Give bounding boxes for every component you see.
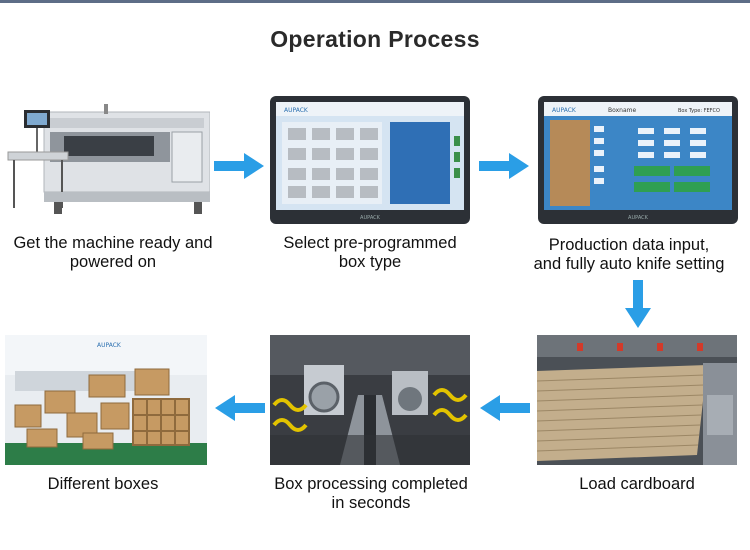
arrow-right-icon — [214, 153, 264, 179]
step-4-cardboard-image — [537, 335, 737, 465]
step-4-caption-line-1: Load cardboard — [579, 475, 695, 493]
arrow-down-icon — [625, 280, 651, 328]
arrow-right-icon — [479, 153, 529, 179]
step-1-caption-line-1: Get the machine ready and — [13, 234, 213, 252]
screen-3-brand: AUPACK — [552, 107, 577, 114]
step-3-touchscreen-image: AUPACK Boxname Box Type: FEFCO AUPACK — [538, 96, 738, 224]
top-border — [0, 0, 750, 3]
step-2-caption-line-1: Select pre-programmed — [283, 234, 457, 252]
step-5-caption-line-2: in seconds — [331, 494, 411, 512]
step-3-caption: Production data input, and fully auto kn… — [508, 236, 750, 274]
arrow-left-icon — [215, 395, 265, 421]
step-5-caption-line-1: Box processing completed — [274, 475, 468, 493]
step-2-caption-line-2: box type — [338, 253, 402, 271]
screen-2-footer-brand: AUPACK — [360, 215, 381, 221]
screen-3-header: Boxname — [608, 107, 636, 114]
step-6-caption: Different boxes — [0, 475, 206, 494]
step-6-caption-line-1: Different boxes — [47, 475, 159, 493]
step-3-caption-line-2: and fully auto knife setting — [533, 255, 725, 273]
step-1-machine-image — [4, 98, 210, 220]
screen-3-footer-brand: AUPACK — [628, 215, 649, 221]
step-2-caption: Select pre-programmed box type — [250, 234, 490, 272]
step-5-cutting-head-image — [270, 335, 470, 465]
step-1-caption: Get the machine ready and powered on — [0, 234, 226, 272]
arrow-left-icon — [480, 395, 530, 421]
page-title: Operation Process — [270, 26, 480, 52]
step-3-caption-line-1: Production data input, — [548, 236, 710, 254]
step-6-boxes-image: AUPACK — [5, 335, 207, 465]
step-1-caption-line-2: powered on — [69, 253, 157, 271]
step-5-caption: Box processing completed in seconds — [240, 475, 502, 513]
step-2-touchscreen-image: AUPACK AUPACK — [270, 96, 470, 224]
screen-2-brand: AUPACK — [284, 107, 309, 114]
screen-6-brand: AUPACK — [97, 342, 122, 349]
screen-3-box-type: Box Type: FEFCO — [678, 108, 720, 114]
step-4-caption: Load cardboard — [537, 475, 737, 494]
